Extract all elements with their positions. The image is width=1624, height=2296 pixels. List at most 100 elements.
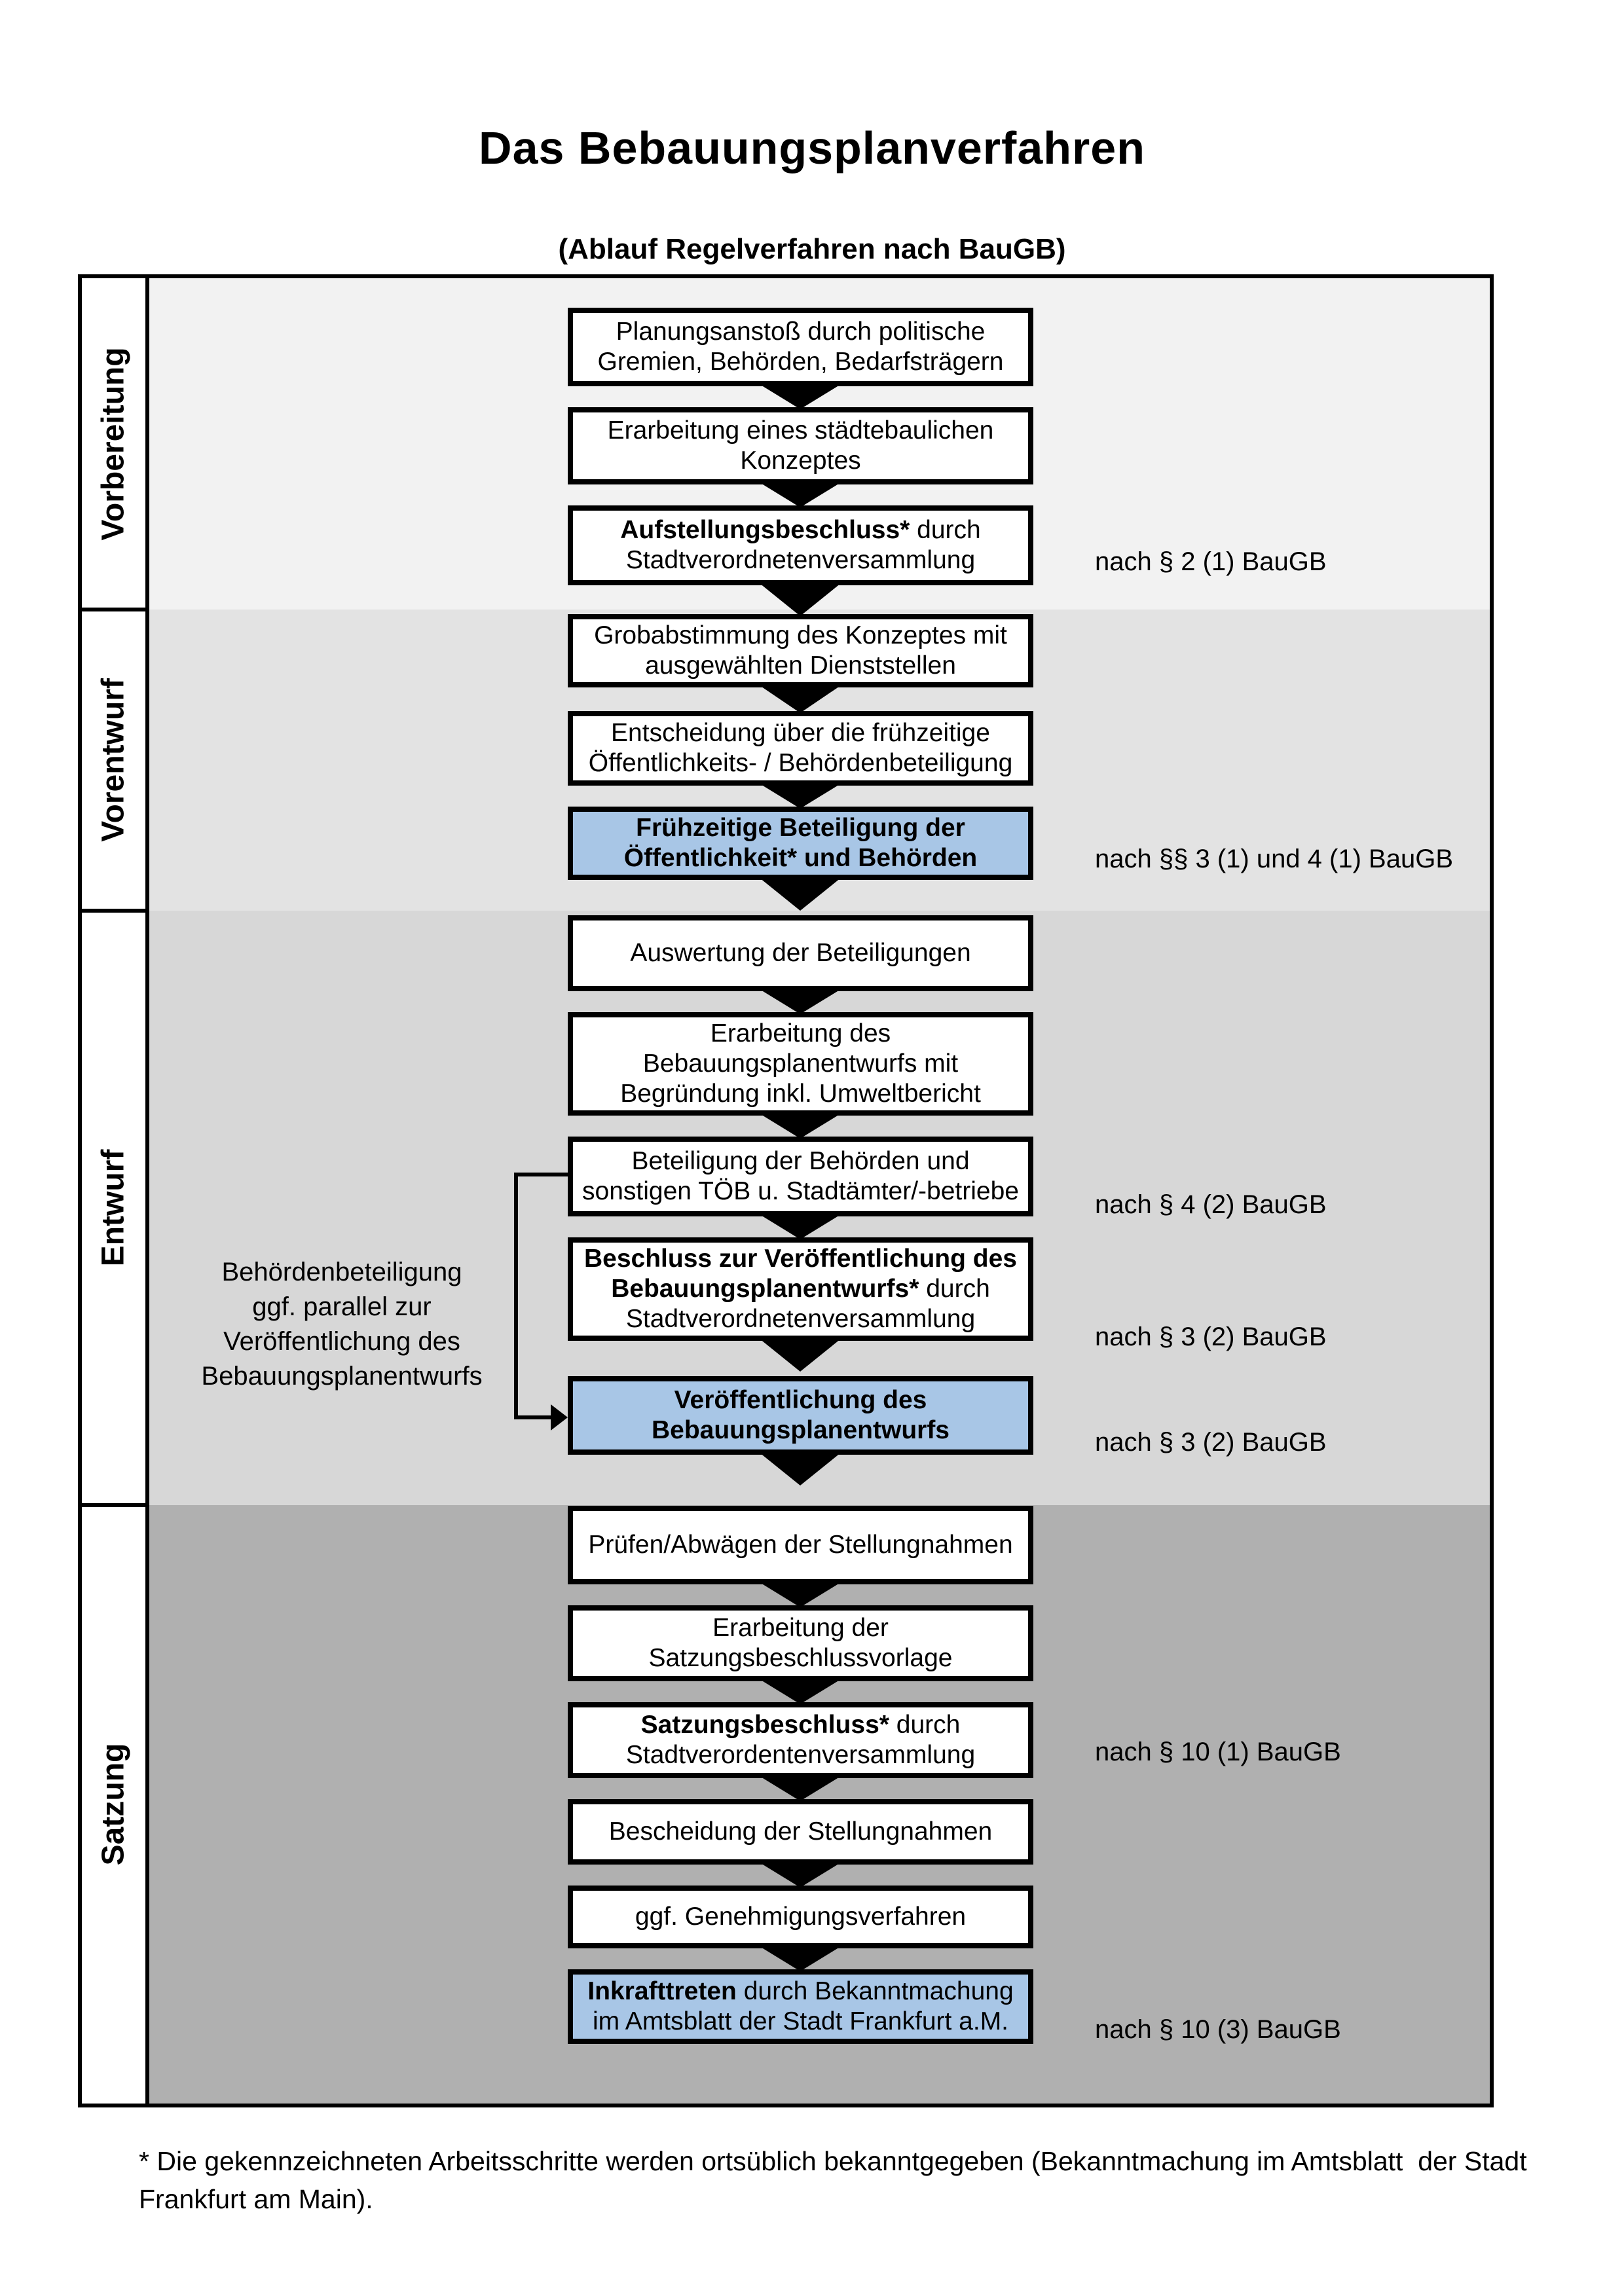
legal-reference: nach §§ 3 (1) und 4 (1) BauGB [1095,845,1453,873]
flow-down-arrow-icon [760,1114,841,1139]
step-text-line: Prüfen/Abwägen der Stellungnahmen [588,1530,1012,1560]
footnote-line: Frankfurt am Main). [139,2184,373,2214]
step-text: Grobabstimmung des Konzeptes mit [594,621,1007,649]
flow-down-arrow-icon [760,1214,841,1239]
step-text: sonstigen TÖB u. Stadtämter/-betriebe [582,1177,1019,1205]
step-text: Bebauungsplanentwurfs mit [642,1049,959,1078]
flow-down-arrow-icon [760,685,841,713]
step-text: Erarbeitung der [712,1614,889,1642]
legal-reference: nach § 10 (1) BauGB [1095,1738,1341,1766]
step-text: Satzungsbeschlussvorlage [648,1644,953,1672]
footnote: * Die gekennzeichneten Arbeitsschritte w… [139,2142,1527,2218]
step-text: Erarbeitung eines städtebaulichen [607,416,994,445]
flow-down-arrow-icon [760,1679,841,1704]
flow-down-arrow-icon [760,1946,841,1971]
step-text-line: Gremien, Behörden, Bedarfsträgern [597,347,1003,377]
step-text: Planungsanstoß durch politische [616,318,986,346]
step-text-line: Erarbeitung eines städtebaulichen [608,416,994,446]
legal-reference: nach § 10 (3) BauGB [1095,2015,1341,2044]
step-text: Begründung inkl. Umweltbericht [620,1080,981,1108]
step-text-line: Bebauungsplanentwurfs* durch [611,1274,990,1304]
step-text: Bebauungsplanentwurfs* [611,1275,919,1303]
step-text-line: Satzungsbeschluss* durch [641,1710,961,1740]
step-text-line: Begründung inkl. Umweltbericht [620,1079,981,1109]
step-text-line: sonstigen TÖB u. Stadtämter/-betriebe [582,1176,1019,1207]
step-text-line: Stadtverordnetenversammlung [626,545,975,575]
phase-column-border [145,278,149,2104]
step-text: Bescheidung der Stellungnahmen [608,1817,993,1846]
process-step-box: ggf. Genehmigungsverfahren [568,1886,1033,1948]
process-step-box: Bescheidung der Stellungnahmen [568,1799,1033,1865]
parallel-connector-arrowhead-icon [551,1404,568,1430]
page-title: Das Bebauungsplanverfahren [479,122,1145,173]
step-text: Stadtverordentenversammlung [625,1741,976,1769]
step-text: Beteiligung der Behörden und [631,1147,970,1175]
flow-down-arrow-icon [760,878,841,911]
legal-reference: nach § 4 (2) BauGB [1095,1190,1327,1219]
phase-divider [82,608,149,611]
step-text: Entscheidung über die frühzeitige [611,719,990,747]
step-text-line: Konzeptes [740,446,860,476]
parallel-connector-line [514,1173,518,1419]
step-text: Beschluss zur Veröffentlichung des [584,1245,1017,1273]
parallel-connector-line [514,1173,568,1176]
step-text-line: Bebauungsplanentwurfs [652,1415,950,1446]
phase-label-satzung: Satzung [96,1743,131,1866]
step-text: durch [919,1275,990,1303]
flow-down-arrow-icon [760,1453,841,1485]
flow-down-arrow-icon [760,989,841,1014]
step-text: durch [910,516,981,544]
step-text-line: Satzungsbeschlussvorlage [649,1643,953,1673]
parallel-note-line: Behördenbeteiligung [221,1258,462,1286]
flow-down-arrow-icon [760,384,841,409]
phase-divider [82,1503,149,1507]
step-text: durch Bekanntmachung [736,1977,1014,2005]
step-text-line: Inkrafttreten durch Bekanntmachung [587,1977,1013,2007]
step-text: Bebauungsplanentwurfs [651,1416,950,1444]
step-text: Erarbeitung des [710,1019,891,1048]
step-text: Prüfen/Abwägen der Stellungnahmen [588,1531,1013,1559]
page-subtitle: (Ablauf Regelverfahren nach BauGB) [558,233,1066,265]
step-text: Satzungsbeschluss* [640,1711,889,1739]
step-text: Auswertung der Beteiligungen [630,939,971,967]
process-step-box: Prüfen/Abwägen der Stellungnahmen [568,1506,1033,1584]
flow-down-arrow-icon [760,1863,841,1887]
step-text: durch [889,1711,961,1739]
legal-reference: nach § 2 (1) BauGB [1095,547,1327,576]
step-text-line: Veröffentlichung des [674,1385,927,1415]
step-text-line: Erarbeitung der [712,1613,889,1643]
step-text-line: Öffentlichkeit* und Behörden [624,843,978,873]
step-text: Inkrafttreten [587,1977,737,2005]
step-text-line: ggf. Genehmigungsverfahren [635,1902,966,1932]
flow-down-arrow-icon [760,784,841,809]
step-text-line: Aufstellungsbeschluss* durch [620,515,981,545]
step-text-line: Auswertung der Beteiligungen [630,938,970,968]
step-text: Konzeptes [740,446,861,475]
step-text-line: Entscheidung über die frühzeitige [611,718,990,748]
step-text: Aufstellungsbeschluss* [620,516,910,544]
step-text: Veröffentlichung des [674,1386,927,1414]
flow-down-arrow-icon [760,583,841,616]
step-text: im Amtsblatt der Stadt Frankfurt a.M. [592,2007,1009,2035]
phase-label-vorentwurf: Vorentwurf [96,678,131,842]
legal-reference: nach § 3 (2) BauGB [1095,1428,1327,1457]
step-text-line: Beteiligung der Behörden und [631,1146,969,1176]
parallel-note-line: Veröffentlichung des [223,1327,460,1356]
step-text-line: Planungsanstoß durch politische [616,317,986,347]
flow-down-arrow-icon [760,1776,841,1801]
phase-divider [82,909,149,913]
step-text: Stadtverordnetenversammlung [625,546,976,574]
